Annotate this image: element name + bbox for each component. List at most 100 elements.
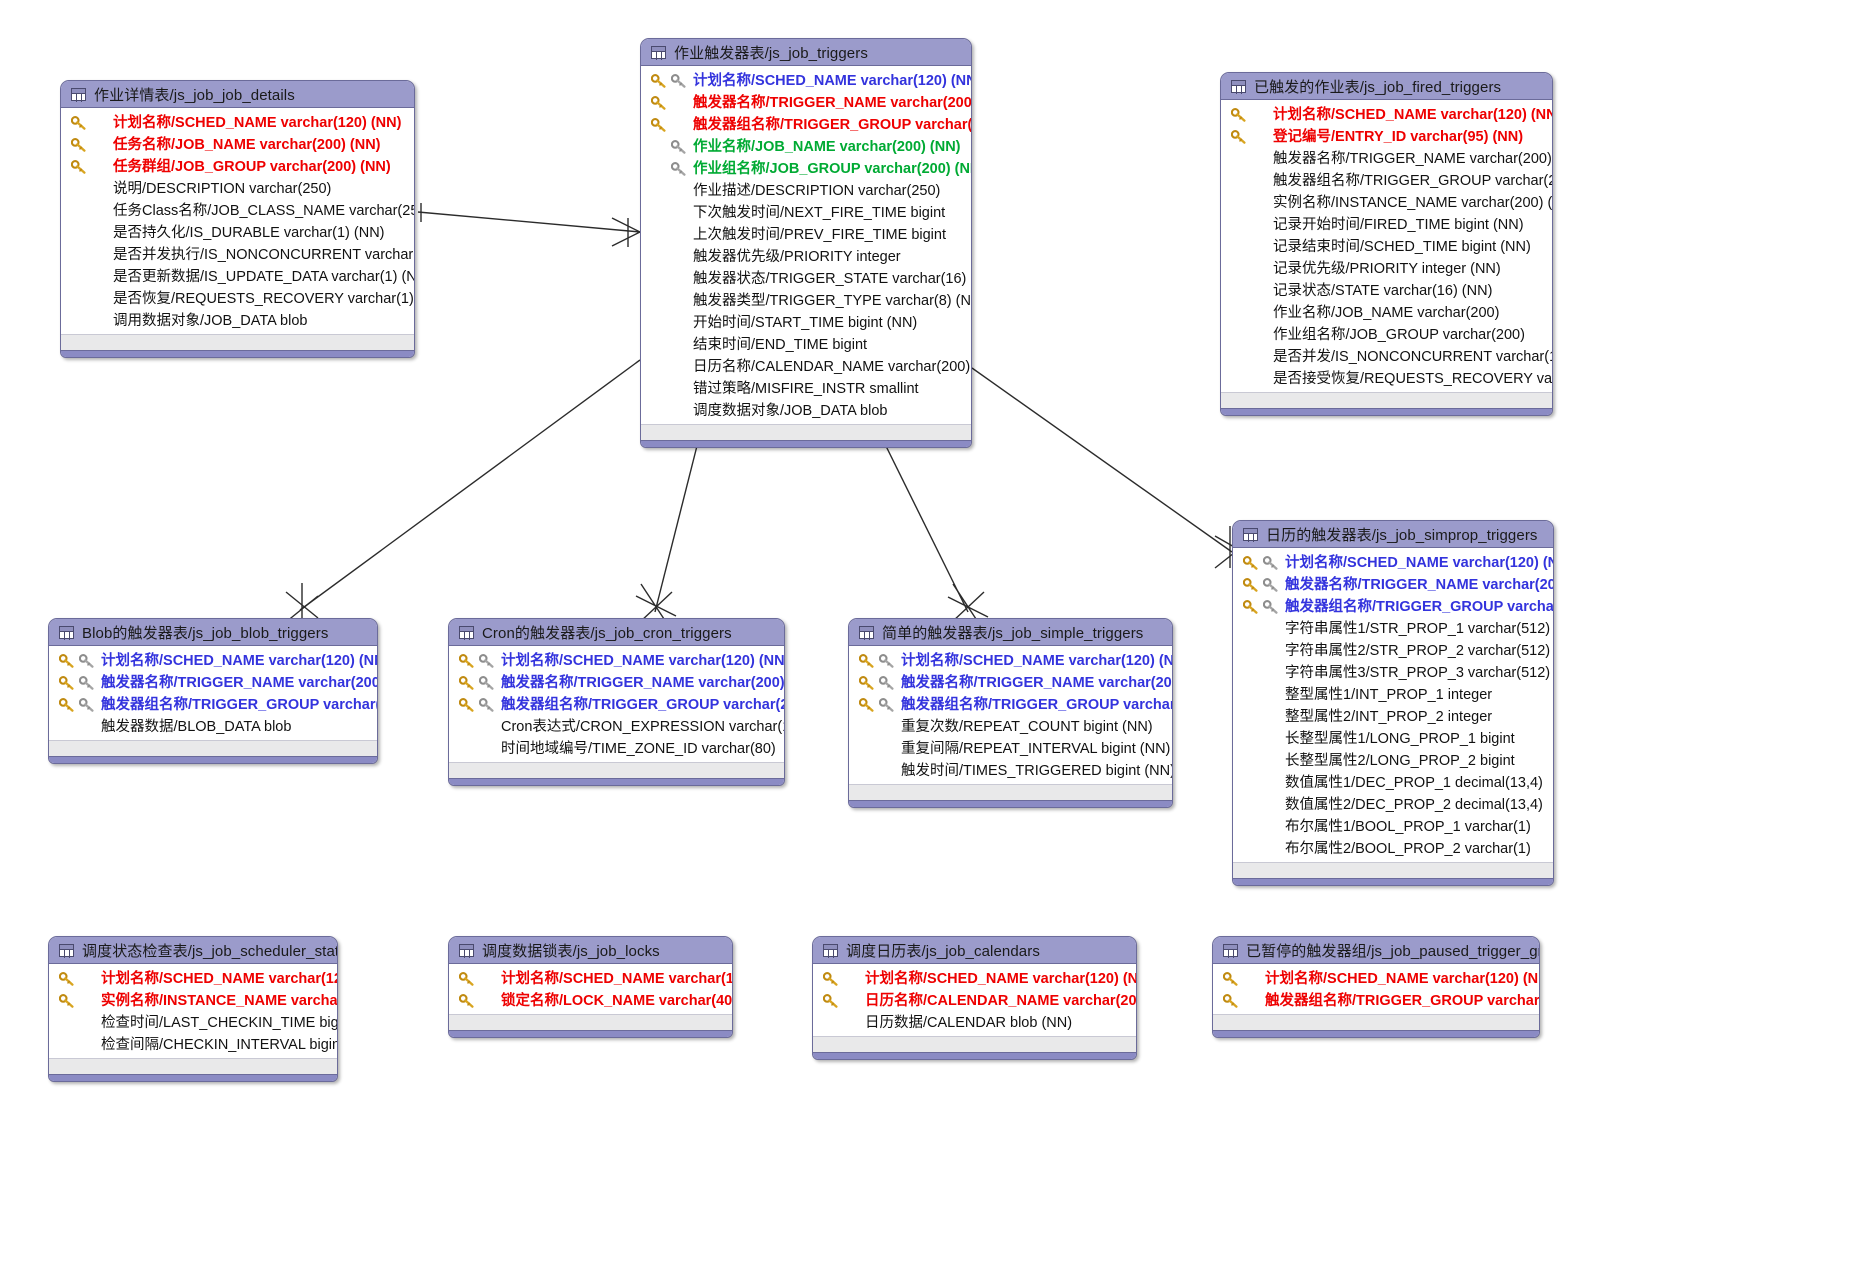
attribute-row[interactable]: 任务名称/JOB_NAME varchar(200) (NN)	[61, 134, 414, 156]
attribute-row[interactable]: 触发器组名称/TRIGGER_GROUP varchar(200) (NN)	[1233, 596, 1553, 618]
attribute-row[interactable]: 实例名称/INSTANCE_NAME varchar(200) (NN)	[49, 990, 337, 1012]
attribute-row[interactable]: 调度数据对象/JOB_DATA blob	[641, 400, 971, 422]
attribute-row[interactable]: 触发器组名称/TRIGGER_GROUP varchar(200) (NN)	[1213, 990, 1539, 1012]
attribute-row[interactable]: 字符串属性2/STR_PROP_2 varchar(512)	[1233, 640, 1553, 662]
attribute-row[interactable]: 字符串属性3/STR_PROP_3 varchar(512)	[1233, 662, 1553, 684]
attribute-row[interactable]: 计划名称/SCHED_NAME varchar(120) (NN)	[1213, 968, 1539, 990]
entity-blob_triggers[interactable]: Blob的触发器表/js_job_blob_triggers 计划名称/SCHED…	[48, 618, 378, 764]
attribute-row[interactable]: 检查间隔/CHECKIN_INTERVAL bigint (NN)	[49, 1034, 337, 1056]
attribute-row[interactable]: 触发器数据/BLOB_DATA blob	[49, 716, 377, 738]
attribute-row[interactable]: 错过策略/MISFIRE_INSTR smallint	[641, 378, 971, 400]
attribute-row[interactable]: 计划名称/SCHED_NAME varchar(120) (NN)	[849, 650, 1172, 672]
entity-cron_triggers[interactable]: Cron的触发器表/js_job_cron_triggers 计划名称/SCHED…	[448, 618, 785, 786]
entity-fired_triggers[interactable]: 已触发的作业表/js_job_fired_triggers 计划名称/SCHED_…	[1220, 72, 1553, 416]
attribute-row[interactable]: 开始时间/START_TIME bigint (NN)	[641, 312, 971, 334]
attribute-row[interactable]: 计划名称/SCHED_NAME varchar(120) (NN)	[61, 112, 414, 134]
attribute-row[interactable]: 是否更新数据/IS_UPDATE_DATA varchar(1) (NN)	[61, 266, 414, 288]
attribute-row[interactable]: 计划名称/SCHED_NAME varchar(120) (NN)	[449, 650, 784, 672]
attribute-row[interactable]: 整型属性1/INT_PROP_1 integer	[1233, 684, 1553, 706]
attribute-row[interactable]: 重复间隔/REPEAT_INTERVAL bigint (NN)	[849, 738, 1172, 760]
attribute-row[interactable]: 日历数据/CALENDAR blob (NN)	[813, 1012, 1136, 1034]
attribute-row[interactable]: 记录开始时间/FIRED_TIME bigint (NN)	[1221, 214, 1552, 236]
entity-calendars[interactable]: 调度日历表/js_job_calendars 计划名称/SCHED_NAME va…	[812, 936, 1137, 1060]
attribute-row[interactable]: 是否并发执行/IS_NONCONCURRENT varchar(1) (NN)	[61, 244, 414, 266]
entity-header-job_details[interactable]: 作业详情表/js_job_job_details	[61, 81, 414, 108]
attribute-row[interactable]: 触发器组名称/TRIGGER_GROUP varchar(200) (NN)	[449, 694, 784, 716]
attribute-row[interactable]: 上次触发时间/PREV_FIRE_TIME bigint	[641, 224, 971, 246]
attribute-row[interactable]: 长整型属性2/LONG_PROP_2 bigint	[1233, 750, 1553, 772]
entity-header-job_triggers[interactable]: 作业触发器表/js_job_triggers	[641, 39, 971, 66]
attribute-row[interactable]: Cron表达式/CRON_EXPRESSION varchar(120) (NN…	[449, 716, 784, 738]
attribute-row[interactable]: 触发器组名称/TRIGGER_GROUP varchar(200) (NN)	[1221, 170, 1552, 192]
attribute-row[interactable]: 作业名称/JOB_NAME varchar(200) (NN)	[641, 136, 971, 158]
attribute-row[interactable]: 触发器名称/TRIGGER_NAME varchar(200) (NN)	[641, 92, 971, 114]
attribute-row[interactable]: 触发器组名称/TRIGGER_GROUP varchar(200) (NN)	[49, 694, 377, 716]
attribute-row[interactable]: 触发器组名称/TRIGGER_GROUP varchar(200) (NN)	[849, 694, 1172, 716]
attribute-row[interactable]: 触发器类型/TRIGGER_TYPE varchar(8) (NN)	[641, 290, 971, 312]
attribute-row[interactable]: 结束时间/END_TIME bigint	[641, 334, 971, 356]
attribute-row[interactable]: 重复次数/REPEAT_COUNT bigint (NN)	[849, 716, 1172, 738]
attribute-row[interactable]: 数值属性2/DEC_PROP_2 decimal(13,4)	[1233, 794, 1553, 816]
attribute-row[interactable]: 触发器组名称/TRIGGER_GROUP varchar(200) (NN)	[641, 114, 971, 136]
attribute-row[interactable]: 计划名称/SCHED_NAME varchar(120) (NN)	[49, 650, 377, 672]
attribute-row[interactable]: 计划名称/SCHED_NAME varchar(120) (NN)	[1233, 552, 1553, 574]
attribute-row[interactable]: 触发器名称/TRIGGER_NAME varchar(200) (NN)	[49, 672, 377, 694]
entity-locks[interactable]: 调度数据锁表/js_job_locks 计划名称/SCHED_NAME varch…	[448, 936, 733, 1038]
attribute-row[interactable]: 计划名称/SCHED_NAME varchar(120) (NN)	[813, 968, 1136, 990]
attribute-row[interactable]: 触发器名称/TRIGGER_NAME varchar(200) (NN)	[849, 672, 1172, 694]
attribute-row[interactable]: 整型属性2/INT_PROP_2 integer	[1233, 706, 1553, 728]
attribute-row[interactable]: 日历名称/CALENDAR_NAME varchar(200) (NN)	[813, 990, 1136, 1012]
entity-header-simprop_triggers[interactable]: 日历的触发器表/js_job_simprop_triggers	[1233, 521, 1553, 548]
entity-header-fired_triggers[interactable]: 已触发的作业表/js_job_fired_triggers	[1221, 73, 1552, 100]
entity-header-cron_triggers[interactable]: Cron的触发器表/js_job_cron_triggers	[449, 619, 784, 646]
entity-header-blob_triggers[interactable]: Blob的触发器表/js_job_blob_triggers	[49, 619, 377, 646]
attribute-row[interactable]: 触发器优先级/PRIORITY integer	[641, 246, 971, 268]
attribute-row[interactable]: 实例名称/INSTANCE_NAME varchar(200) (NN)	[1221, 192, 1552, 214]
attribute-row[interactable]: 记录状态/STATE varchar(16) (NN)	[1221, 280, 1552, 302]
attribute-row[interactable]: 作业描述/DESCRIPTION varchar(250)	[641, 180, 971, 202]
attribute-row[interactable]: 记录优先级/PRIORITY integer (NN)	[1221, 258, 1552, 280]
attribute-row[interactable]: 布尔属性1/BOOL_PROP_1 varchar(1)	[1233, 816, 1553, 838]
entity-job_triggers[interactable]: 作业触发器表/js_job_triggers 计划名称/SCHED_NAME va…	[640, 38, 972, 448]
attribute-row[interactable]: 登记编号/ENTRY_ID varchar(95) (NN)	[1221, 126, 1552, 148]
attribute-row[interactable]: 下次触发时间/NEXT_FIRE_TIME bigint	[641, 202, 971, 224]
attribute-row[interactable]: 是否接受恢复/REQUESTS_RECOVERY varchar(1)	[1221, 368, 1552, 390]
entity-job_details[interactable]: 作业详情表/js_job_job_details 计划名称/SCHED_NAME …	[60, 80, 415, 358]
entity-header-scheduler_state[interactable]: 调度状态检查表/js_job_scheduler_state	[49, 937, 337, 964]
attribute-row[interactable]: 计划名称/SCHED_NAME varchar(120) (NN)	[641, 70, 971, 92]
attribute-row[interactable]: 计划名称/SCHED_NAME varchar(120) (NN)	[1221, 104, 1552, 126]
attribute-row[interactable]: 时间地域编号/TIME_ZONE_ID varchar(80)	[449, 738, 784, 760]
attribute-row[interactable]: 触发器状态/TRIGGER_STATE varchar(16) (NN)	[641, 268, 971, 290]
attribute-row[interactable]: 是否并发/IS_NONCONCURRENT varchar(1)	[1221, 346, 1552, 368]
entity-header-paused_trigger_grps[interactable]: 已暂停的触发器组/js_job_paused_trigger_grps	[1213, 937, 1539, 964]
entity-header-locks[interactable]: 调度数据锁表/js_job_locks	[449, 937, 732, 964]
entity-paused_trigger_grps[interactable]: 已暂停的触发器组/js_job_paused_trigger_grps 计划名称/…	[1212, 936, 1540, 1038]
attribute-row[interactable]: 锁定名称/LOCK_NAME varchar(40) (NN)	[449, 990, 732, 1012]
attribute-row[interactable]: 调用数据对象/JOB_DATA blob	[61, 310, 414, 332]
attribute-row[interactable]: 检查时间/LAST_CHECKIN_TIME bigint (NN)	[49, 1012, 337, 1034]
attribute-row[interactable]: 计划名称/SCHED_NAME varchar(120) (NN)	[449, 968, 732, 990]
attribute-row[interactable]: 触发器名称/TRIGGER_NAME varchar(200) (NN)	[1233, 574, 1553, 596]
attribute-row[interactable]: 计划名称/SCHED_NAME varchar(120) (NN)	[49, 968, 337, 990]
attribute-row[interactable]: 布尔属性2/BOOL_PROP_2 varchar(1)	[1233, 838, 1553, 860]
entity-simple_triggers[interactable]: 简单的触发器表/js_job_simple_triggers 计划名称/SCHED…	[848, 618, 1173, 808]
attribute-row[interactable]: 记录结束时间/SCHED_TIME bigint (NN)	[1221, 236, 1552, 258]
attribute-row[interactable]: 数值属性1/DEC_PROP_1 decimal(13,4)	[1233, 772, 1553, 794]
attribute-row[interactable]: 作业组名称/JOB_GROUP varchar(200)	[1221, 324, 1552, 346]
attribute-row[interactable]: 任务Class名称/JOB_CLASS_NAME varchar(250) (N…	[61, 200, 414, 222]
attribute-row[interactable]: 作业名称/JOB_NAME varchar(200)	[1221, 302, 1552, 324]
attribute-row[interactable]: 触发时间/TIMES_TRIGGERED bigint (NN)	[849, 760, 1172, 782]
attribute-row[interactable]: 是否恢复/REQUESTS_RECOVERY varchar(1) (NN)	[61, 288, 414, 310]
attribute-row[interactable]: 长整型属性1/LONG_PROP_1 bigint	[1233, 728, 1553, 750]
attribute-row[interactable]: 字符串属性1/STR_PROP_1 varchar(512)	[1233, 618, 1553, 640]
entity-scheduler_state[interactable]: 调度状态检查表/js_job_scheduler_state 计划名称/SCHED…	[48, 936, 338, 1082]
attribute-row[interactable]: 触发器名称/TRIGGER_NAME varchar(200) (NN)	[449, 672, 784, 694]
attribute-row[interactable]: 任务群组/JOB_GROUP varchar(200) (NN)	[61, 156, 414, 178]
attribute-row[interactable]: 是否持久化/IS_DURABLE varchar(1) (NN)	[61, 222, 414, 244]
entity-simprop_triggers[interactable]: 日历的触发器表/js_job_simprop_triggers 计划名称/SCHE…	[1232, 520, 1554, 886]
entity-header-calendars[interactable]: 调度日历表/js_job_calendars	[813, 937, 1136, 964]
attribute-row[interactable]: 作业组名称/JOB_GROUP varchar(200) (NN)	[641, 158, 971, 180]
attribute-row[interactable]: 日历名称/CALENDAR_NAME varchar(200)	[641, 356, 971, 378]
attribute-row[interactable]: 触发器名称/TRIGGER_NAME varchar(200) (NN)	[1221, 148, 1552, 170]
entity-header-simple_triggers[interactable]: 简单的触发器表/js_job_simple_triggers	[849, 619, 1172, 646]
